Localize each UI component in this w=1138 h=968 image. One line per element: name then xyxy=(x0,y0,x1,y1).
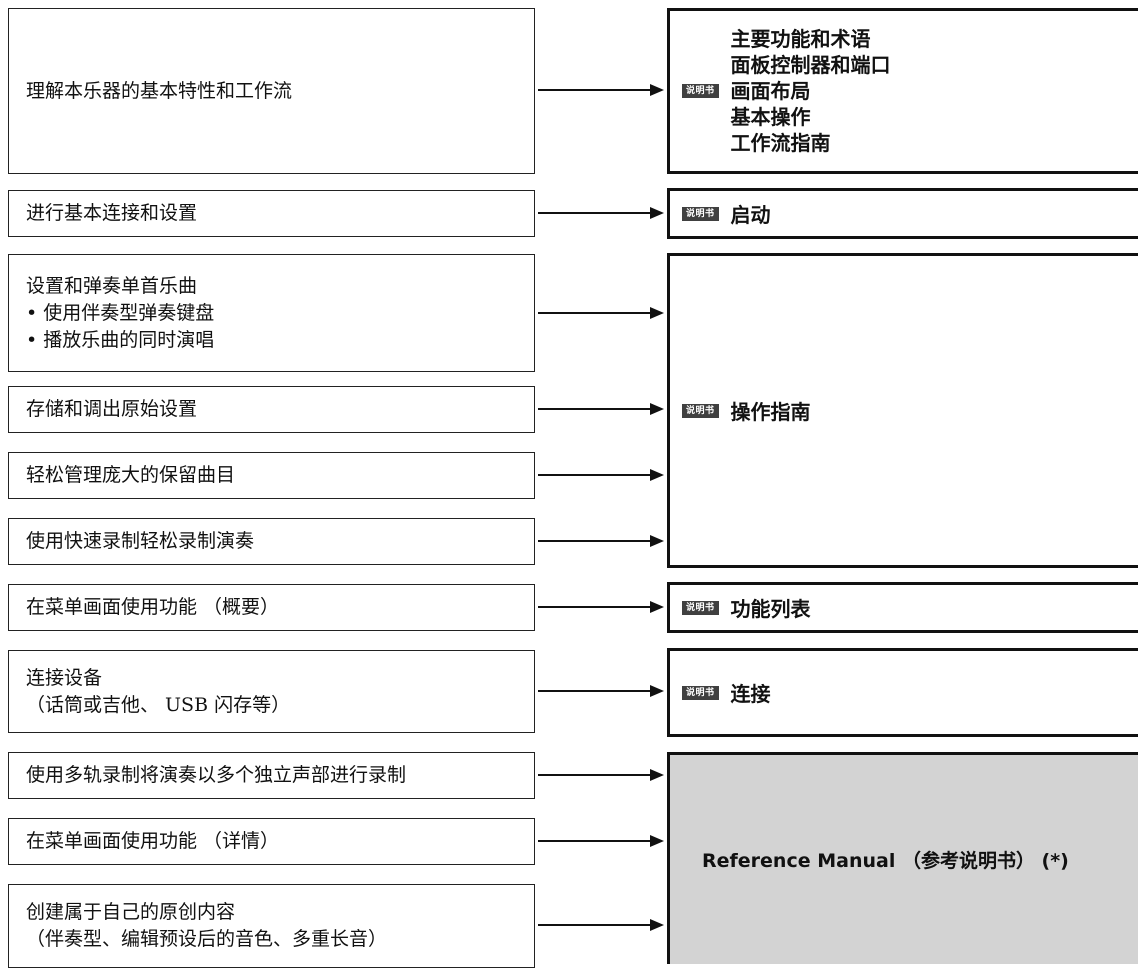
destination-label: 操作指南 xyxy=(730,400,811,424)
manual-badge: 说明书 xyxy=(682,206,719,221)
task-box-6: 使用快速录制轻松录制演奏 xyxy=(8,518,535,565)
manual-badge: 说明书 xyxy=(682,403,719,418)
destination-label: 连接 xyxy=(730,682,771,706)
task-line: 存储和调出原始设置 xyxy=(26,398,198,420)
task-box-7: 在菜单画面使用功能 （概要） xyxy=(8,584,535,631)
task-line: 创建属于自己的原创内容 xyxy=(26,901,236,923)
task-box-11: 创建属于自己的原创内容 （伴奏型、编辑预设后的音色、多重长音） xyxy=(8,884,535,968)
destination-connections: 说明书 连接 xyxy=(667,648,1138,737)
task-box-10: 在菜单画面使用功能 （详情） xyxy=(8,818,535,865)
task-line: 理解本乐器的基本特性和工作流 xyxy=(26,79,293,102)
task-line: 进行基本连接和设置 xyxy=(26,202,198,224)
destination-label: Reference Manual （参考说明书） (*) xyxy=(702,850,1069,872)
destination-label: 启动 xyxy=(730,203,771,227)
topic-item: 面板控制器和端口 xyxy=(730,53,891,77)
arrow-6 xyxy=(538,535,664,547)
destination-label: 功能列表 xyxy=(730,597,811,621)
arrow-3 xyxy=(538,307,664,319)
destination-getting-started: 说明书 启动 xyxy=(667,188,1138,239)
task-line: （话筒或吉他、 USB 闪存等） xyxy=(26,693,291,716)
destination-function-list: 说明书 功能列表 xyxy=(667,582,1138,633)
arrow-4 xyxy=(538,403,664,415)
task-line: 在菜单画面使用功能 （概要） xyxy=(26,596,280,618)
task-line: 在菜单画面使用功能 （详情） xyxy=(26,830,280,852)
manual-badge: 说明书 xyxy=(682,600,719,615)
arrow-7 xyxy=(538,601,664,613)
task-line: • 播放乐曲的同时演唱 xyxy=(26,328,215,351)
arrow-8 xyxy=(538,685,664,697)
task-box-8: 连接设备 （话筒或吉他、 USB 闪存等） xyxy=(8,650,535,733)
manual-badge: 说明书 xyxy=(682,685,719,700)
task-line: 使用多轨录制将演奏以多个独立声部进行录制 xyxy=(26,764,407,786)
manual-badge: 说明书 xyxy=(682,84,719,98)
topic-item: 工作流指南 xyxy=(730,131,831,155)
destination-reference-manual: Reference Manual （参考说明书） (*) xyxy=(667,752,1138,964)
task-line: 使用快速录制轻松录制演奏 xyxy=(26,530,255,552)
task-line: 连接设备 xyxy=(26,666,103,689)
task-box-5: 轻松管理庞大的保留曲目 xyxy=(8,452,535,499)
arrow-1 xyxy=(538,84,664,96)
arrow-10 xyxy=(538,835,664,847)
task-box-1: 理解本乐器的基本特性和工作流 xyxy=(8,8,535,174)
task-box-2: 进行基本连接和设置 xyxy=(8,190,535,237)
task-box-3: 设置和弹奏单首乐曲 • 使用伴奏型弹奏键盘 • 播放乐曲的同时演唱 xyxy=(8,254,535,372)
arrow-9 xyxy=(538,769,664,781)
arrow-2 xyxy=(538,207,664,219)
topic-list: 主要功能和术语 面板控制器和端口 画面布局 基本操作 工作流指南 xyxy=(731,26,891,156)
task-line: （伴奏型、编辑预设后的音色、多重长音） xyxy=(26,928,388,950)
topic-item: 基本操作 xyxy=(730,105,811,129)
task-line: 轻松管理庞大的保留曲目 xyxy=(26,464,236,486)
arrow-5 xyxy=(538,469,664,481)
task-box-9: 使用多轨录制将演奏以多个独立声部进行录制 xyxy=(8,752,535,799)
destination-operation-guide: 说明书 操作指南 xyxy=(667,253,1138,568)
arrow-11 xyxy=(538,919,664,931)
topic-item: 主要功能和术语 xyxy=(730,27,871,51)
task-line: • 使用伴奏型弹奏键盘 xyxy=(26,301,215,324)
topic-item: 画面布局 xyxy=(730,79,811,103)
task-line: 设置和弹奏单首乐曲 xyxy=(26,274,198,297)
task-box-4: 存储和调出原始设置 xyxy=(8,386,535,433)
destination-owners-manual-intro: 说明书 主要功能和术语 面板控制器和端口 画面布局 基本操作 工作流指南 xyxy=(667,8,1138,174)
